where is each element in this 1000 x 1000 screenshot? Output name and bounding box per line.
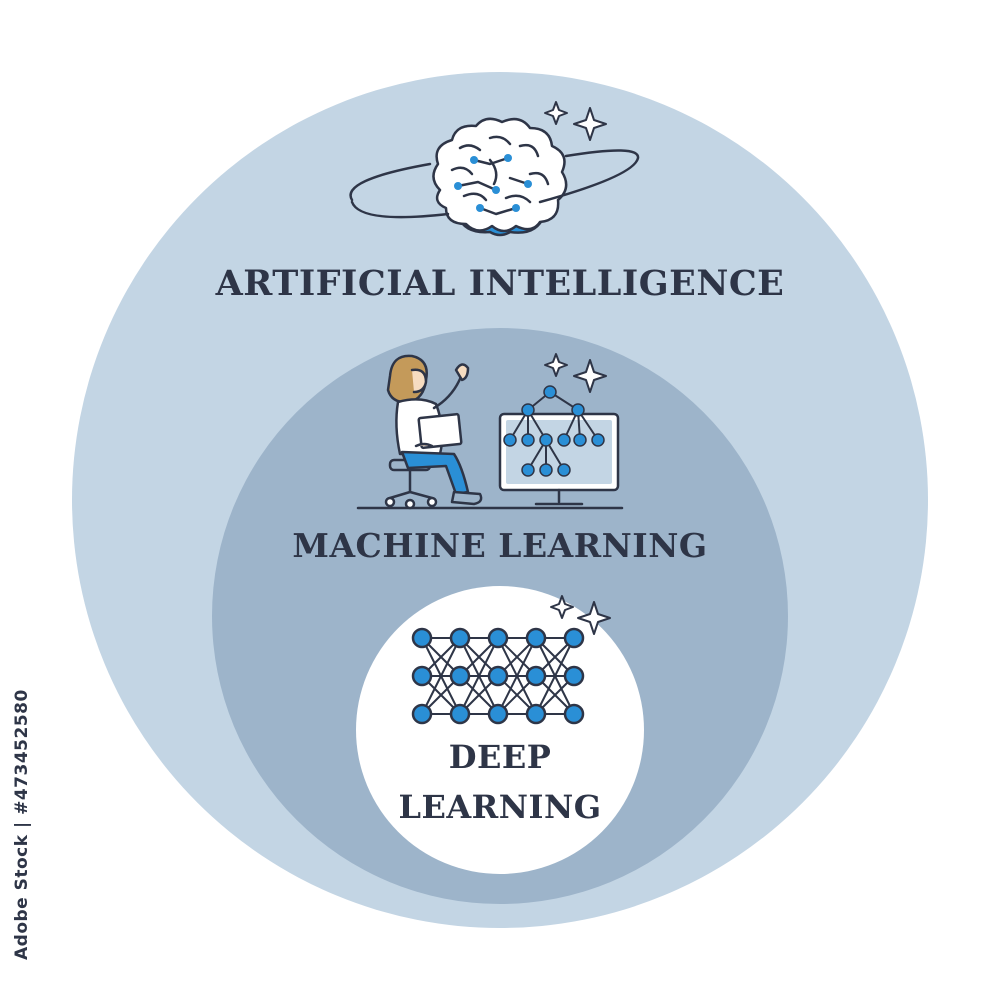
network-node — [411, 665, 433, 687]
artificial-intelligence-label: ARTIFICIAL INTELLIGENCE — [215, 263, 785, 304]
network-link — [535, 637, 575, 715]
network-node — [563, 703, 585, 725]
network-node — [449, 703, 471, 725]
network-node — [563, 627, 585, 649]
network-node — [525, 627, 547, 649]
neural-network-icon — [411, 595, 611, 725]
network-node — [487, 703, 509, 725]
deep-learning-label: DEEP LEARNING — [0, 732, 1000, 832]
network-node — [487, 665, 509, 687]
machine-learning-label: MACHINE LEARNING — [292, 526, 708, 565]
network-link — [497, 637, 537, 715]
network-link — [459, 637, 499, 715]
network-link — [421, 637, 461, 715]
person-computer-tree-icon — [356, 353, 624, 510]
network-node — [449, 627, 471, 649]
deep-learning-label-line1: DEEP — [448, 738, 552, 776]
network-node — [525, 665, 547, 687]
sparkle-icon — [577, 601, 611, 635]
network-node — [411, 627, 433, 649]
network-node — [449, 665, 471, 687]
network-node — [563, 665, 585, 687]
deep-learning-label-line2: LEARNING — [398, 788, 602, 826]
network-node — [487, 627, 509, 649]
stock-watermark-text: Adobe Stock | #473452580 — [12, 689, 32, 960]
brain-orbit-icon — [349, 101, 640, 237]
network-node — [411, 703, 433, 725]
sparkle-icon — [550, 595, 574, 619]
stock-watermark: Adobe Stock | #473452580 — [4, 689, 34, 960]
network-node — [525, 703, 547, 725]
